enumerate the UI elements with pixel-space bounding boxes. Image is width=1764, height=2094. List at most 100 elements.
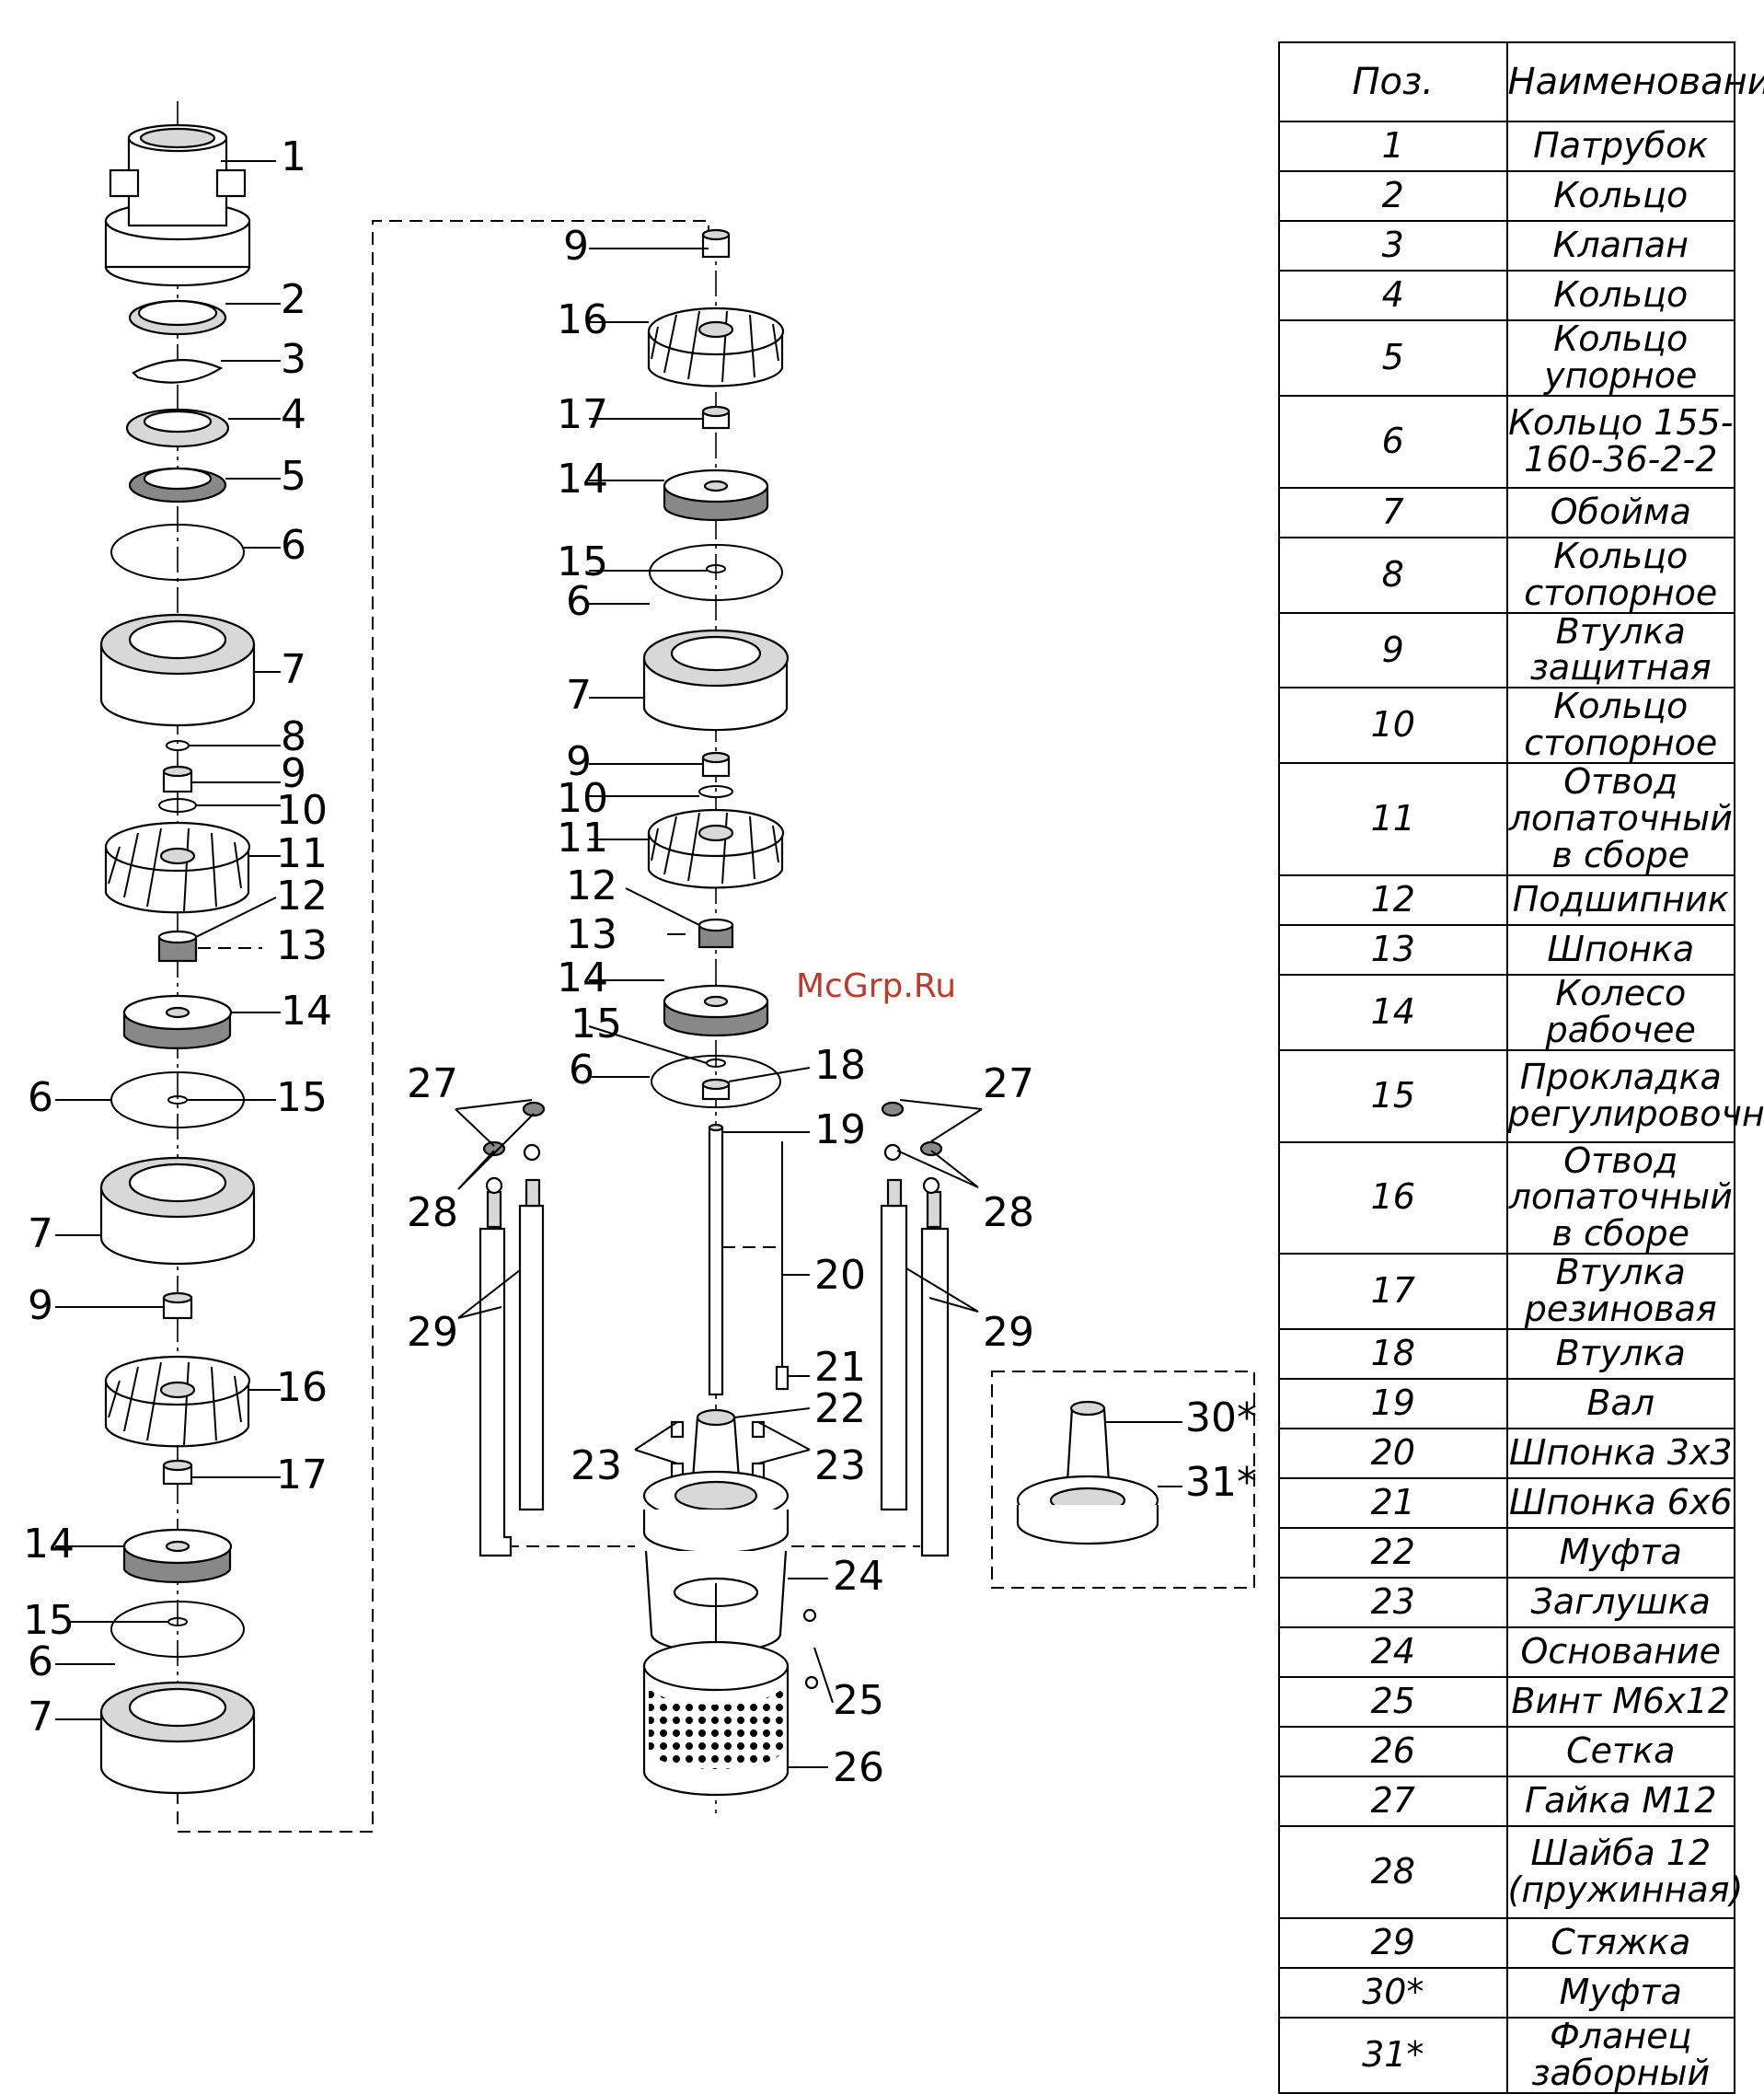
row-pos: 12 [1278, 873, 1508, 926]
callout-13c: 13 [566, 911, 617, 958]
callout-28-left: 28 [407, 1189, 458, 1236]
row-name: Гайка М12 [1505, 1776, 1735, 1828]
callout-3: 3 [281, 336, 306, 383]
callout-7: 7 [281, 646, 306, 693]
part-cage-2 [99, 1156, 256, 1266]
callout-5: 5 [281, 453, 306, 500]
row-pos: 23 [1278, 1577, 1508, 1629]
callout-15: 15 [276, 1074, 328, 1121]
callout-9: 9 [281, 750, 306, 797]
row-pos: 15 [1278, 1048, 1508, 1143]
part-screw-25a [802, 1608, 817, 1623]
row-name: Фланец заборный [1505, 2017, 1735, 2094]
row-name: Кольцо [1505, 270, 1735, 321]
callout-27-left: 27 [407, 1060, 458, 1107]
row-name: Кольцо стопорное [1505, 536, 1735, 614]
part-rubber-bushing-17 [162, 1459, 193, 1486]
callout-11: 11 [276, 830, 328, 877]
callout-10c: 10 [557, 775, 608, 822]
part-cage-3 [99, 1681, 256, 1795]
parts-list-table: Поз. Наименование 1Патрубок2Кольцо3Клапа… [1278, 41, 1764, 2094]
part-rubber-bushing-17c [701, 405, 731, 430]
row-pos: 28 [1278, 1825, 1508, 1920]
watermark: McGrp.Ru [796, 967, 956, 1005]
row-pos: 4 [1278, 270, 1508, 321]
row-name: Основание [1505, 1626, 1735, 1679]
part-bushing-9 [162, 765, 193, 793]
row-name: Шпонка [1505, 923, 1735, 976]
row-pos: 31* [1278, 2017, 1508, 2094]
row-pos: 30* [1278, 1967, 1508, 2019]
row-name: Колесо рабочее [1505, 973, 1735, 1051]
row-pos: 10 [1278, 687, 1508, 765]
callout-6b: 6 [28, 1074, 53, 1121]
row-name: Муфта [1505, 1527, 1735, 1579]
part-bushing-9d [701, 751, 731, 778]
table-row: 30*Муфта [1278, 1967, 1735, 2019]
callout-14b: 14 [23, 1521, 75, 1568]
callout-29-left: 29 [407, 1309, 458, 1356]
row-name: Шпонка 6х6 [1505, 1477, 1735, 1530]
part-key-21 [775, 1365, 790, 1391]
row-name: Вал [1505, 1378, 1735, 1430]
row-pos: 14 [1278, 973, 1508, 1051]
row-name: Отвод лопаточный в сборе [1505, 762, 1735, 876]
center-column-parts [642, 228, 819, 1813]
callout-23b: 23 [814, 1442, 866, 1489]
row-pos: 22 [1278, 1527, 1508, 1579]
part-cage-c [642, 629, 790, 732]
row-pos: 5 [1278, 319, 1508, 397]
row-name: Втулка защитная [1505, 611, 1735, 689]
row-pos: 6 [1278, 394, 1508, 489]
row-pos: 29 [1278, 1917, 1508, 1970]
callout-29-right: 29 [983, 1309, 1034, 1356]
callout-27-right: 27 [983, 1060, 1034, 1107]
part-shaft [708, 1123, 724, 1396]
callout-labels: 1 2 3 4 5 6 7 8 9 10 11 12 13 14 15 6 7 … [23, 133, 1257, 1791]
callout-15b: 15 [23, 1597, 75, 1644]
header-name: Наименование [1505, 41, 1764, 122]
part-ring-2 [128, 299, 227, 336]
part-bushing-18 [701, 1078, 731, 1101]
callout-10: 10 [276, 787, 328, 834]
part-ring-4 [125, 408, 230, 448]
part-thrust-ring [128, 467, 227, 503]
callout-14c: 14 [557, 456, 608, 503]
exploded-pump-diagram: 1 2 3 4 5 6 7 8 9 10 11 12 13 14 15 6 7 … [23, 101, 1257, 1833]
part-impeller-14c [663, 469, 769, 522]
callout-20: 20 [814, 1252, 866, 1299]
row-pos: 26 [1278, 1726, 1508, 1778]
row-name: Винт М6х12 [1505, 1676, 1735, 1729]
part-diffuser-16 [104, 1355, 251, 1448]
callout-13: 13 [276, 922, 328, 969]
part-valve [132, 359, 224, 384]
row-pos: 3 [1278, 220, 1508, 272]
callout-1: 1 [281, 133, 306, 180]
callout-14: 14 [281, 988, 332, 1035]
callout-2: 2 [281, 276, 306, 323]
callout-31: 31* [1185, 1459, 1257, 1506]
row-pos: 17 [1278, 1253, 1508, 1331]
callout-leaders [55, 160, 1182, 1768]
part-screw-25b [804, 1675, 819, 1690]
row-name: Кольцо [1505, 170, 1735, 222]
row-name: Прокладка регулировочная [1505, 1048, 1764, 1143]
row-name: Шпонка 3х3 [1505, 1428, 1735, 1480]
callout-11c: 11 [557, 815, 608, 862]
callout-18: 18 [814, 1042, 866, 1089]
callout-14d: 14 [557, 954, 608, 1001]
part-diffuser-16c [647, 307, 785, 388]
